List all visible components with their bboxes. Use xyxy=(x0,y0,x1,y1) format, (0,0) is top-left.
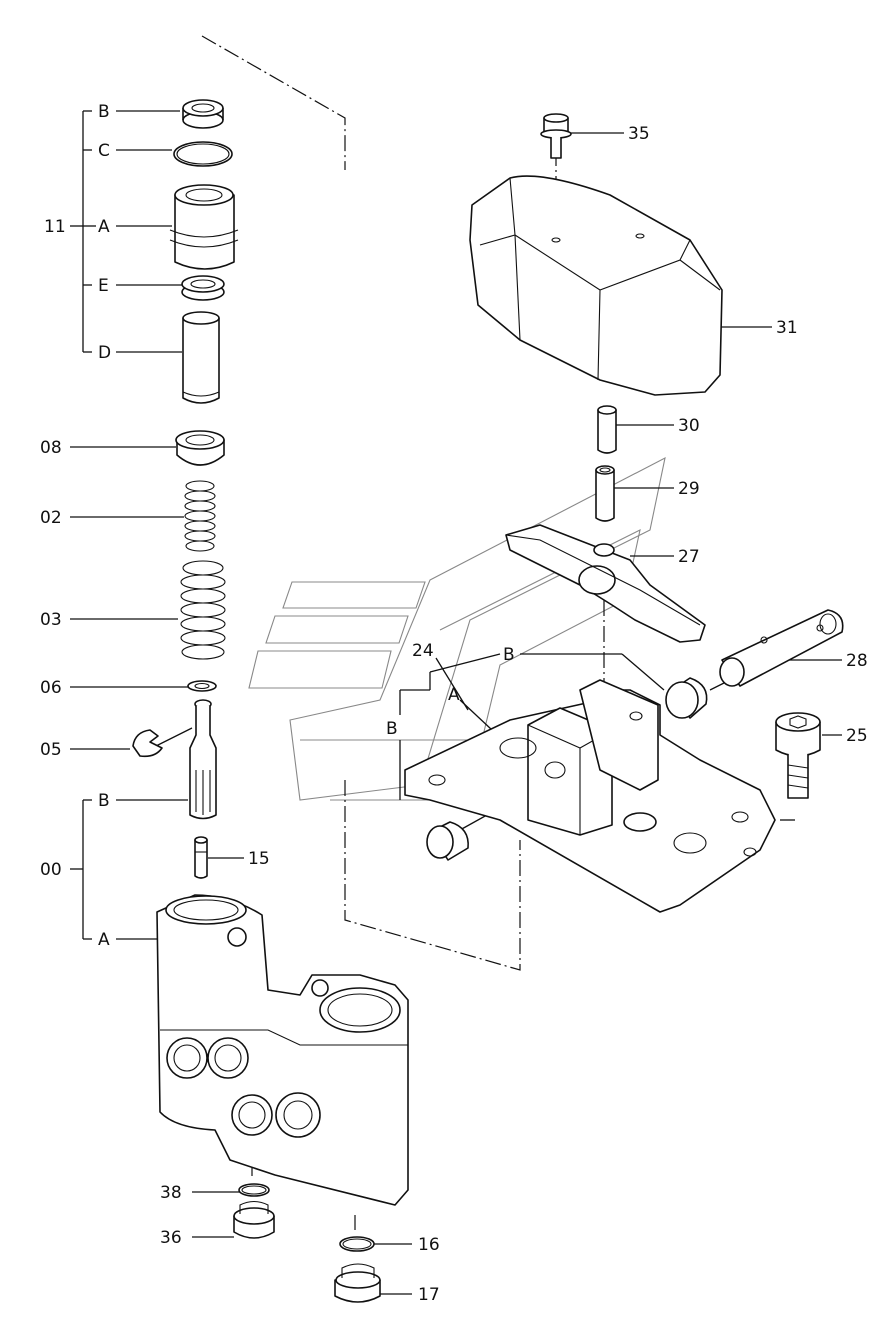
part-25-socket-bolt xyxy=(775,712,821,799)
label-11-b: B xyxy=(98,102,110,122)
part-28-shaft xyxy=(719,609,844,687)
label-02: 02 xyxy=(40,508,62,528)
part-bushing-left xyxy=(426,821,469,861)
label-36: 36 xyxy=(160,1228,182,1248)
label-24: 24 xyxy=(412,641,434,661)
label-25: 25 xyxy=(846,726,868,746)
label-35: 35 xyxy=(628,124,650,144)
part-00b-spool xyxy=(189,699,217,820)
labels: 11 00 B C A E D 08 02 03 06 05 B A 15 38… xyxy=(40,102,868,1305)
label-11-d: D xyxy=(98,343,111,363)
part-30-pin xyxy=(597,405,617,454)
part-17-plug xyxy=(334,1263,381,1303)
label-03: 03 xyxy=(40,610,62,630)
part-06-washer xyxy=(187,680,217,692)
label-17: 17 xyxy=(418,1285,440,1305)
part-08-spring-seat xyxy=(175,430,225,466)
part-15-pin xyxy=(194,836,208,879)
label-30: 30 xyxy=(678,416,700,436)
part-31-cover xyxy=(469,175,723,396)
part-00a-valve-body xyxy=(156,894,409,1206)
part-bushing-right xyxy=(665,677,708,719)
label-11: 11 xyxy=(44,217,66,237)
part-29-pin xyxy=(595,465,615,522)
label-24-b-top: B xyxy=(503,645,515,665)
part-35-bolt xyxy=(540,113,572,159)
label-15: 15 xyxy=(248,849,270,869)
label-28: 28 xyxy=(846,651,868,671)
label-11-e: E xyxy=(98,276,109,296)
leader-lines xyxy=(70,110,842,1295)
label-05: 05 xyxy=(40,740,62,760)
part-03-outer-spring xyxy=(180,560,226,660)
label-06: 06 xyxy=(40,678,62,698)
part-16-o-ring xyxy=(339,1236,375,1252)
part-11b-bushing xyxy=(182,99,224,129)
label-38: 38 xyxy=(160,1183,182,1203)
part-11a-guide xyxy=(169,184,239,270)
label-11-a: A xyxy=(98,217,110,237)
label-08: 08 xyxy=(40,438,62,458)
label-11-c: C xyxy=(98,141,110,161)
part-02-inner-spring xyxy=(184,480,216,552)
part-36-plug xyxy=(233,1200,275,1239)
label-24-a: A xyxy=(448,685,460,705)
label-27: 27 xyxy=(678,547,700,567)
label-29: 29 xyxy=(678,479,700,499)
label-16: 16 xyxy=(418,1235,440,1255)
bracket-00 xyxy=(70,799,92,940)
part-05-clip xyxy=(132,729,163,758)
label-00-b: B xyxy=(98,791,110,811)
part-11e-seal xyxy=(181,275,225,301)
part-27-lever xyxy=(505,524,706,643)
label-24-b-left: B xyxy=(386,719,398,739)
label-00: 00 xyxy=(40,860,62,880)
part-24-bracket xyxy=(404,679,776,913)
part-38-o-ring xyxy=(238,1183,270,1197)
label-31: 31 xyxy=(776,318,798,338)
part-11d-plunger xyxy=(182,311,220,404)
label-00-a: A xyxy=(98,930,110,950)
part-11c-o-ring xyxy=(173,141,233,167)
bracket-11 xyxy=(70,110,96,353)
